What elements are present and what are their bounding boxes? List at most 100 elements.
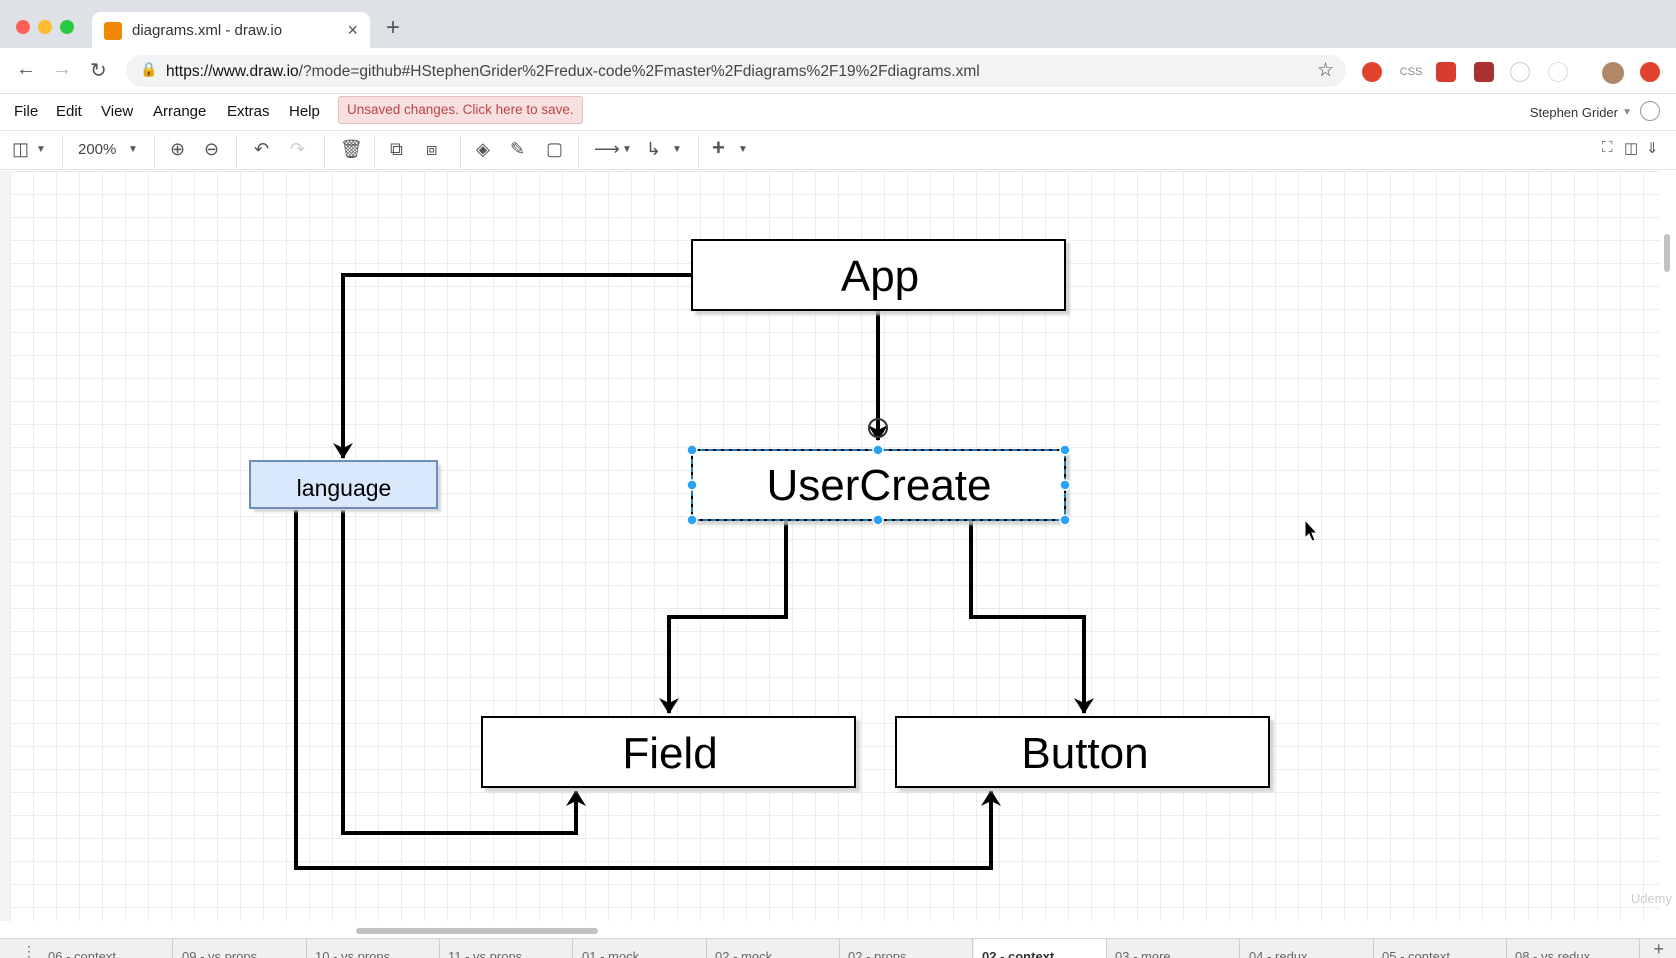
tab-title: diagrams.xml - draw.io [132,22,283,39]
page-tab[interactable]: 11 - vs props [440,939,573,958]
unsaved-changes-button[interactable]: Unsaved changes. Click here to save. [338,96,583,124]
chevron-down-icon[interactable]: ▼ [622,144,632,155]
page-tab[interactable]: 03 - more [1107,939,1240,958]
collapse-chevrons-icon[interactable]: ⇓ [1646,140,1659,157]
edge-language-to-button[interactable] [294,510,1001,870]
vertical-scrollbar[interactable] [1664,234,1670,272]
close-window-button[interactable] [16,20,30,34]
lock-icon: 🔒 [140,61,158,77]
extension-css-icon[interactable]: CSS [1399,66,1423,78]
url-input[interactable]: 🔒 https://www.draw.io/?mode=github#HStep… [126,55,1346,87]
toolbar-separator [62,135,63,167]
toolbar-separator [698,135,699,167]
mouse-cursor-icon [1304,518,1319,542]
extension-clock-icon[interactable] [1548,62,1568,82]
extension-adblock-icon[interactable] [1362,62,1382,82]
node-language[interactable]: language [249,460,438,509]
menu-arrange[interactable]: Arrange [153,103,207,120]
back-arrow-icon[interactable]: ← [16,58,36,80]
toolbar-separator [324,135,325,167]
menu-file[interactable]: File [14,103,39,120]
rotate-handle-icon[interactable] [868,418,888,438]
edge-usercreate-to-field[interactable] [659,520,788,714]
url-path: /?mode=github#HStephenGrider%2Fredux-cod… [298,63,980,80]
line-color-icon[interactable]: ✎ [510,139,526,159]
page-tab[interactable]: 02 - props [840,939,973,958]
page-tab[interactable]: 04 - redux [1241,939,1374,958]
profile-avatar[interactable] [1602,62,1624,84]
language-globe-icon[interactable] [1640,101,1660,121]
selection-handles[interactable] [686,444,1071,526]
chevron-down-icon[interactable]: ▼ [128,144,138,155]
connection-arrow-icon[interactable]: ⟶ [594,139,620,159]
menu-help[interactable]: Help [289,103,320,120]
app-toolbar: ◫ ▼ 200% ▼ ⊕ ⊖ ↶ ↷ 🗑 ⧉ ⧈ ◈ ✎ ▢ ⟶ ▼ ↳ ▼ +… [0,130,1676,170]
page-tab[interactable]: 06 - context [40,939,173,958]
page-tab[interactable]: 02 - mock [707,939,840,958]
waypoints-icon[interactable]: ↳ [646,139,662,159]
bookmark-star-icon[interactable]: ☆ [1316,60,1334,81]
extension-dots-icon[interactable] [1436,62,1456,82]
shadow-icon[interactable]: ▢ [546,139,564,159]
redo-icon[interactable]: ↷ [290,139,306,159]
extension-shield-icon[interactable] [1474,62,1494,82]
edge-app-to-language[interactable] [333,273,692,459]
toolbar-separator [236,135,237,167]
reload-icon[interactable]: ↻ [90,60,107,82]
to-front-icon[interactable]: ⧉ [390,139,403,159]
user-name[interactable]: Stephen Grider [1529,105,1618,120]
horizontal-scrollbar[interactable] [356,928,598,934]
menu-extras[interactable]: Extras [227,103,270,120]
fill-color-icon[interactable]: ◈ [476,139,490,159]
drawio-favicon-icon [104,22,122,40]
page-tab[interactable]: 09 - vs props [174,939,307,958]
left-panel-edge[interactable] [0,171,10,921]
node-field[interactable]: Field [481,716,856,788]
node-button[interactable]: Button [895,716,1270,788]
menu-edit[interactable]: Edit [56,103,82,120]
chevron-down-icon[interactable]: ▼ [36,144,46,155]
url-text: https://www.draw.io/?mode=github#HStephe… [166,63,980,81]
new-tab-button[interactable]: + [386,14,401,41]
zoom-level-select[interactable]: 200% [78,141,117,158]
toggle-panel-icon[interactable]: ◫ [1624,140,1639,157]
page-tab[interactable]: 08 - vs redux [1507,939,1640,958]
zoom-in-icon[interactable]: ⊕ [170,139,186,159]
pages-menu-icon[interactable]: ⋮ [22,943,36,958]
undo-icon[interactable]: ↶ [254,139,270,159]
node-app[interactable]: App [691,239,1066,311]
page-tab[interactable]: 02 - context [974,939,1107,958]
chevron-down-icon[interactable]: ▼ [672,144,682,155]
extension-ghost-icon[interactable] [1510,62,1530,82]
fullscreen-icon[interactable]: ⛶ [1602,139,1613,156]
udemy-watermark: Udemy [1630,891,1672,906]
address-bar: ← → ↻ 🔒 https://www.draw.io/?mode=github… [0,48,1676,132]
user-dropdown-chevron-icon[interactable]: ▼ [1622,107,1632,118]
page-tab[interactable]: 05 - context [1374,939,1507,958]
delete-trash-icon[interactable]: 🗑 [340,139,363,159]
forward-arrow-icon[interactable]: → [52,58,72,80]
maximize-window-button[interactable] [60,20,74,34]
page-tab[interactable]: 01 - mock [574,939,707,958]
format-panel-icon[interactable]: ◫ [12,139,30,159]
browser-tab-bar: diagrams.xml - draw.io × + [0,0,1676,48]
page-tab[interactable]: 10 - vs props [307,939,440,958]
node-field-label: Field [622,729,717,778]
node-language-box [250,461,437,508]
add-page-icon[interactable]: + [1653,939,1664,958]
zoom-out-icon[interactable]: ⊖ [204,139,220,159]
node-usercreate[interactable]: UserCreate [686,418,1071,526]
edge-language-to-field[interactable] [341,510,586,835]
node-language-border [249,460,438,509]
node-usercreate-label: UserCreate [767,461,992,510]
tab-close-icon[interactable]: × [347,20,358,40]
browser-tab[interactable]: diagrams.xml - draw.io × [92,12,370,48]
to-back-icon[interactable]: ⧈ [426,139,438,159]
toolbar-separator [578,135,579,167]
menu-view[interactable]: View [101,103,134,120]
chevron-down-icon[interactable]: ▼ [738,144,748,155]
edge-usercreate-to-button[interactable] [969,520,1094,714]
update-arrow-icon[interactable] [1640,62,1660,82]
insert-plus-icon[interactable]: + [712,135,725,160]
minimize-window-button[interactable] [38,20,52,34]
